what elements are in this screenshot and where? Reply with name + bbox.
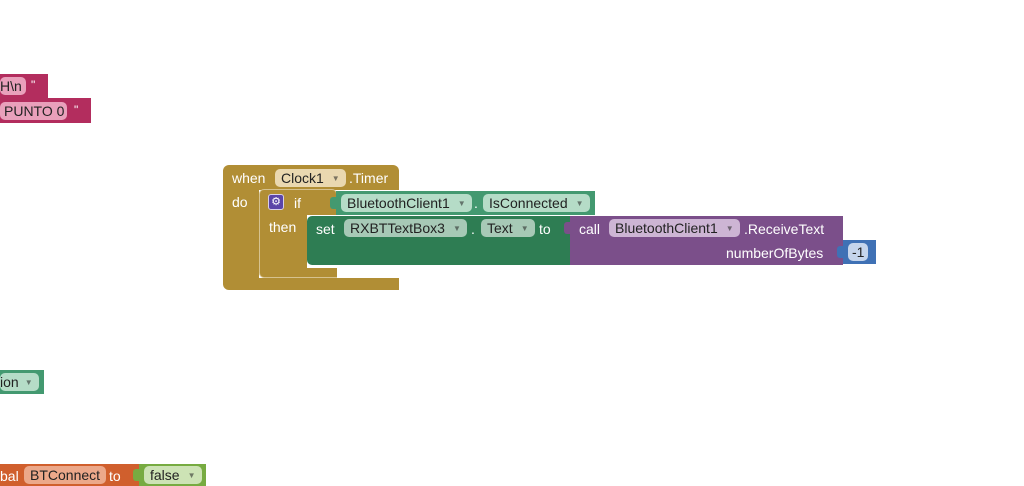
dot-separator: . [471, 221, 475, 237]
set-text-block[interactable]: set RXBTTextBox3▼ . Text▼ to [307, 216, 571, 265]
boolean-dropdown[interactable]: false▼ [144, 466, 202, 484]
logic-false-block[interactable]: false▼ [133, 464, 206, 486]
event-name: .Timer [349, 170, 389, 186]
dropdown-arrow-icon: ▼ [452, 224, 461, 233]
dropdown-arrow-icon: ▼ [725, 224, 734, 233]
if-block-rail: then [259, 214, 307, 270]
component-dropdown[interactable]: BluetoothClient1▼ [609, 219, 740, 237]
quote-mark: " [74, 103, 79, 117]
dot-separator: . [474, 195, 478, 211]
call-label: call [579, 221, 601, 237]
dropdown-arrow-icon: ▼ [24, 378, 33, 387]
when-label: when [232, 170, 266, 186]
to-label: to [539, 221, 551, 237]
if-block[interactable]: ⚙ if [259, 189, 337, 215]
component-dropdown[interactable]: Clock1▼ [275, 169, 346, 187]
global-label: bal [0, 468, 19, 484]
event-block-clock-timer[interactable]: when Clock1▼ .Timer [223, 165, 399, 190]
component-dropdown[interactable]: RXBTTextBox3▼ [344, 219, 467, 237]
if-block-bottom [259, 268, 337, 278]
if-label: if [294, 195, 301, 211]
number-value-field[interactable]: -1 [848, 243, 869, 261]
output-connector [133, 469, 139, 481]
event-block-bottom [223, 278, 399, 290]
dropdown-arrow-icon: ▼ [520, 224, 529, 233]
output-connector [837, 246, 843, 258]
property-dropdown[interactable]: IsConnected▼ [483, 194, 590, 212]
dropdown-arrow-icon: ▼ [457, 199, 466, 208]
gear-icon[interactable]: ⚙ [268, 194, 284, 210]
variable-name-field[interactable]: BTConnect [24, 466, 107, 484]
component-dropdown[interactable]: BluetoothClient1▼ [341, 194, 472, 212]
to-label: to [109, 468, 121, 484]
text-block-2[interactable]: PUNTO 0 " [0, 98, 91, 123]
input-connector [330, 197, 336, 209]
dropdown-arrow-icon: ▼ [187, 471, 196, 480]
text-value-field[interactable]: PUNTO 0 [0, 102, 68, 120]
event-block-left-rail: do [223, 188, 259, 280]
receive-text-call-block[interactable]: call BluetoothClient1▼ .ReceiveText numb… [564, 216, 843, 265]
text-value-field[interactable]: H\n [0, 77, 26, 95]
text-block-1[interactable]: H\n " [0, 74, 48, 98]
do-label: do [232, 194, 248, 210]
partial-dropdown-block[interactable]: ion▼ [0, 370, 44, 394]
set-label: set [316, 221, 335, 237]
global-variable-block[interactable]: bal BTConnect to [0, 464, 140, 486]
isconnected-getter-block[interactable]: BluetoothClient1▼ . IsConnected▼ [330, 191, 595, 215]
method-name: .ReceiveText [744, 221, 825, 237]
number-block[interactable]: -1 [837, 240, 876, 264]
quote-mark: " [31, 78, 36, 92]
dropdown-field[interactable]: ion▼ [0, 373, 39, 391]
dropdown-arrow-icon: ▼ [331, 174, 340, 183]
property-dropdown[interactable]: Text▼ [481, 219, 535, 237]
output-connector [564, 222, 570, 234]
dropdown-arrow-icon: ▼ [575, 199, 584, 208]
then-label: then [269, 219, 297, 235]
param-label-numberofbytes: numberOfBytes [726, 245, 824, 261]
